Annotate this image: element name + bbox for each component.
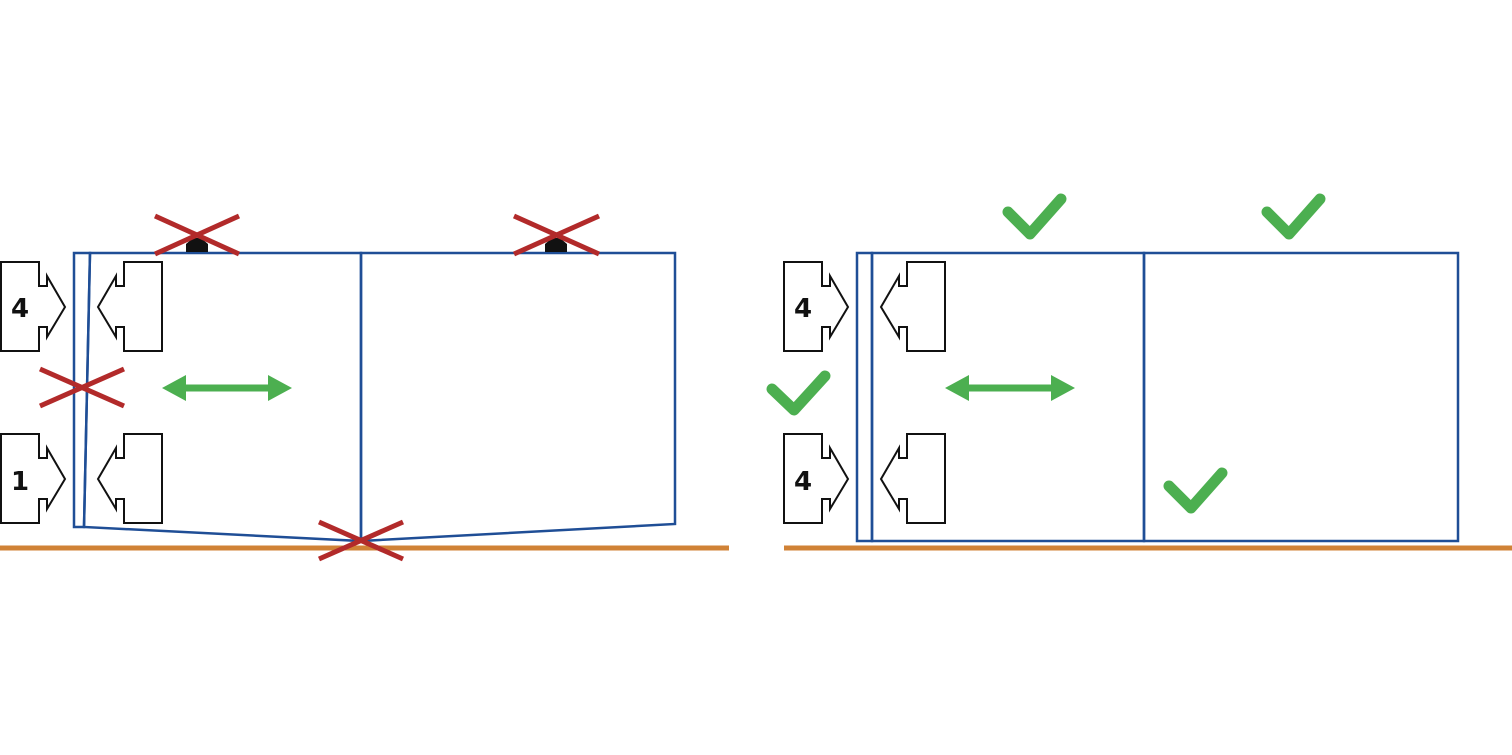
right-label-box-top: 4 <box>783 261 850 352</box>
wrong-mark-side <box>38 366 126 409</box>
left-label-bottom: 1 <box>11 467 29 497</box>
wrong-mark-bottom <box>317 519 405 562</box>
wrong-mark-top-left <box>153 213 241 257</box>
left-label-box-top: 4 <box>0 261 67 352</box>
right-hinge-top <box>879 261 946 352</box>
right-hinge-bottom <box>879 433 946 524</box>
check-mark-top-right <box>1261 193 1326 240</box>
right-cabinet <box>855 251 1460 543</box>
check-mark-bottom <box>1163 467 1228 514</box>
right-label-box-bottom-shape <box>783 433 850 524</box>
left-cabinet <box>72 251 677 543</box>
right-label-bottom: 4 <box>794 467 812 497</box>
right-label-box-bottom: 4 <box>783 433 850 524</box>
right-panel: 4 4 <box>766 193 1512 551</box>
right-door-2 <box>1142 251 1460 543</box>
left-hinge-top-bracket <box>96 261 163 352</box>
right-adjust-arrow <box>945 375 1075 401</box>
left-door-2 <box>359 251 677 543</box>
left-label-box-bottom: 1 <box>0 433 67 524</box>
left-adjust-arrow <box>162 375 292 401</box>
right-hinge-top-bracket <box>879 261 946 352</box>
left-bumper-1 <box>186 238 208 252</box>
left-label-top: 4 <box>11 294 29 324</box>
check-mark-side <box>766 370 831 416</box>
check-mark-top-left <box>1002 193 1067 240</box>
right-hinge-bottom-bracket <box>879 433 946 524</box>
left-bumper-2 <box>545 238 567 252</box>
left-label-box-bottom-shape <box>0 433 67 524</box>
left-hinge-bottom <box>96 433 163 524</box>
left-label-box-top-shape <box>0 261 67 352</box>
left-hinge-bottom-bracket <box>96 433 163 524</box>
right-cabinet-frame-strip <box>855 251 874 543</box>
right-label-top: 4 <box>794 294 812 324</box>
left-hinge-top <box>96 261 163 352</box>
left-panel: 4 1 <box>0 213 729 562</box>
wrong-mark-top-right <box>512 213 601 257</box>
right-label-box-top-shape <box>783 261 850 352</box>
